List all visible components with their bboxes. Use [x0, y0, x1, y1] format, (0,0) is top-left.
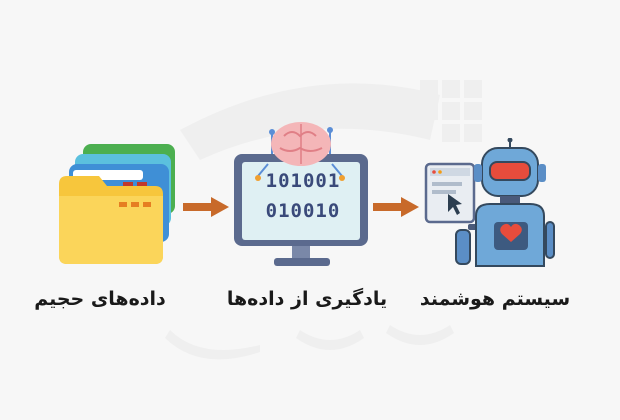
step-label-intelligent-system: سیستم هوشمند: [419, 288, 571, 310]
arrow-right-icon: [373, 197, 419, 217]
robot-icon: [424, 138, 555, 267]
step-label-big-data: داده‌های حجیم: [34, 288, 166, 310]
binary-line-2: 010010: [265, 200, 341, 222]
arrow-right-icon: [183, 197, 229, 217]
binary-line-1: 101001: [265, 170, 341, 192]
stacked-folders-icon: [59, 144, 175, 264]
monitor-brain-icon: [234, 122, 368, 266]
step-label-learning: یادگیری از داده‌ها: [226, 288, 388, 310]
